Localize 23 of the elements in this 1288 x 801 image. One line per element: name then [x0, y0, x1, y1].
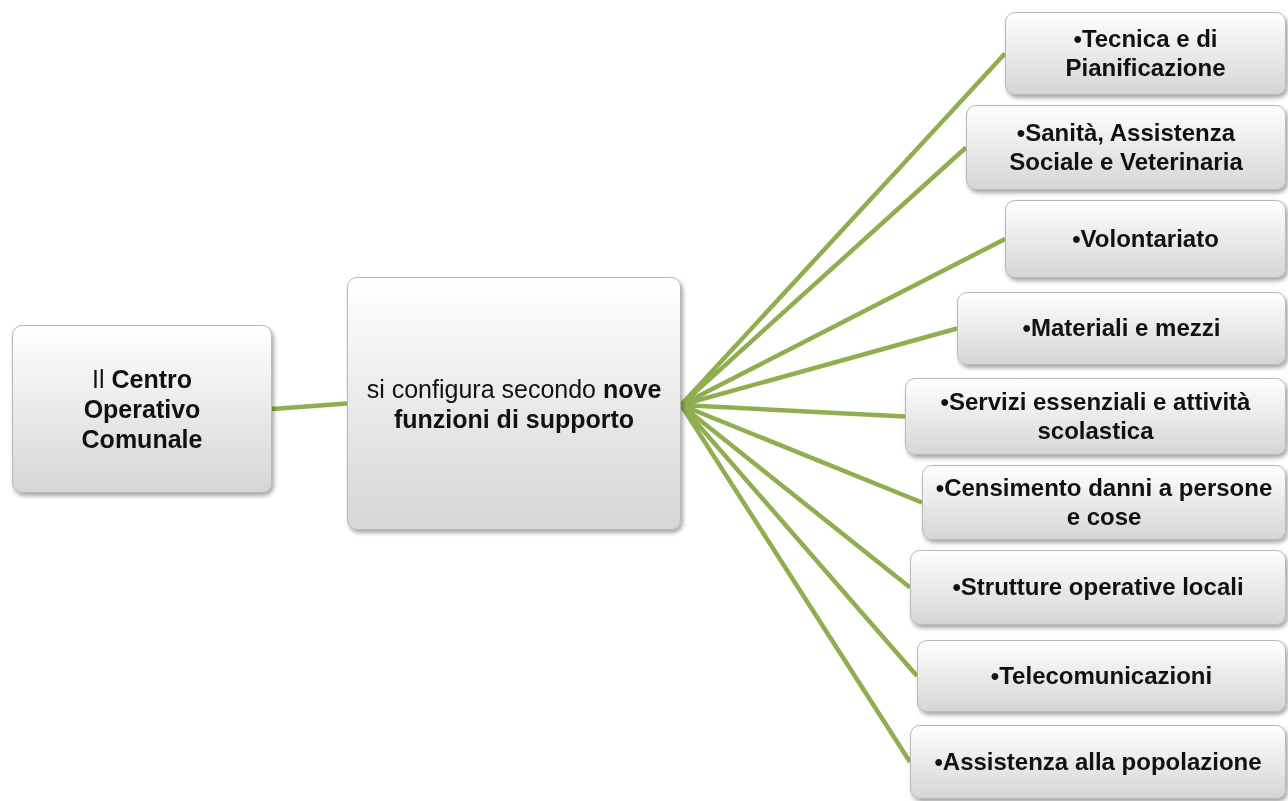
rounded-box [910, 725, 1286, 799]
box-text: Il Centro Operativo Comunale [80, 364, 204, 454]
box-text: •Volontariato [1072, 224, 1219, 254]
box-text: •Assistenza alla popolazione [934, 747, 1262, 777]
rounded-box [905, 378, 1286, 455]
rounded-box [347, 277, 681, 530]
rounded-box [917, 640, 1286, 712]
box-text: •Materiali e mezzi [1022, 314, 1221, 343]
connector-line [271, 401, 348, 412]
rounded-box [922, 465, 1286, 540]
box-text: •Telecomunicazioni [990, 661, 1213, 691]
rounded-box [957, 292, 1286, 365]
box-text: •Tecnica e di Pianificazione [1064, 24, 1227, 83]
box-text: si configura secondo nove funzioni di supporto [365, 373, 663, 434]
box-text: •Sanità, Assistenza Sociale e Veterinaria [1008, 118, 1244, 177]
rounded-box [1005, 12, 1286, 95]
rounded-box [1005, 200, 1286, 278]
rounded-box [12, 325, 272, 493]
rounded-box [910, 550, 1286, 625]
box-text: •Strutture operative locali [952, 573, 1244, 602]
box-text: •Servizi essenziali e attività scolastica [939, 387, 1252, 446]
rounded-box [966, 105, 1286, 190]
box-text: •Censimento danni a persone e cose [934, 473, 1274, 532]
